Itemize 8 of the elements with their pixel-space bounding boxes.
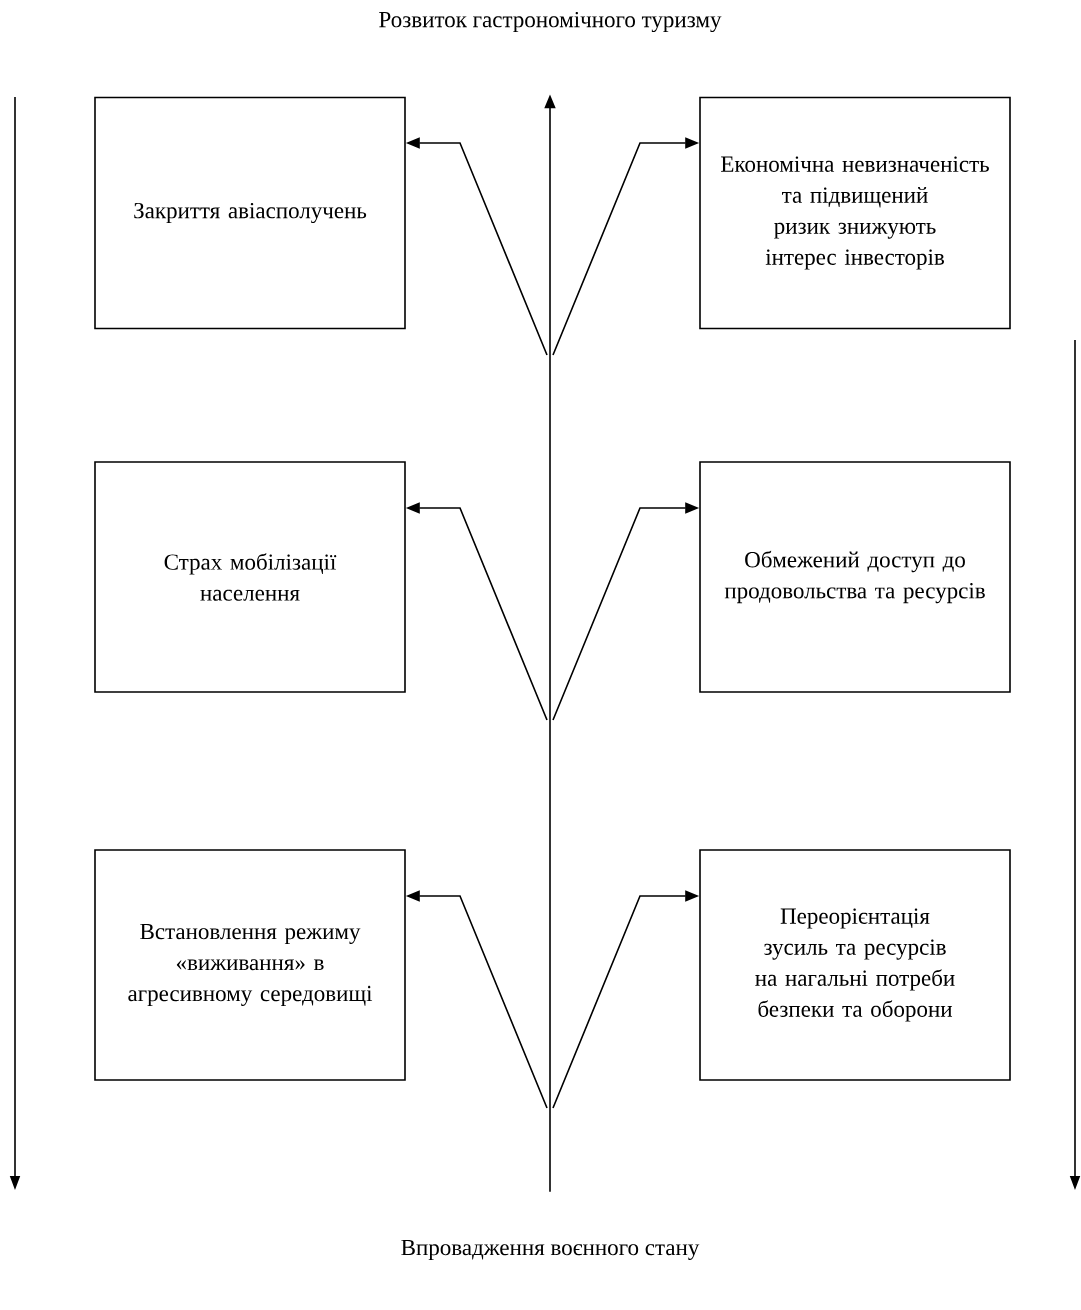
- caption-text: Впровадження воєнного стану: [401, 1239, 700, 1260]
- text-box: Встановлення режиму «виживання» в агресивному середовищі: [94, 849, 406, 1081]
- text-box: Закриття авіасполучень: [94, 96, 406, 330]
- caption-text: Розвиток гастрономічного туризму: [379, 11, 722, 33]
- text-box: Страх мобілізації населення: [94, 461, 406, 693]
- text-box: Обмежений доступ до продовольства та ресурсів: [699, 461, 1011, 693]
- text-box: Економічна невизначеність та підвищений ризик знижують інтерес інвесторів: [699, 96, 1011, 330]
- text-box: Переорієнтація зусиль та ресурсів на нагальні потреби безпеки та оборони: [699, 849, 1011, 1081]
